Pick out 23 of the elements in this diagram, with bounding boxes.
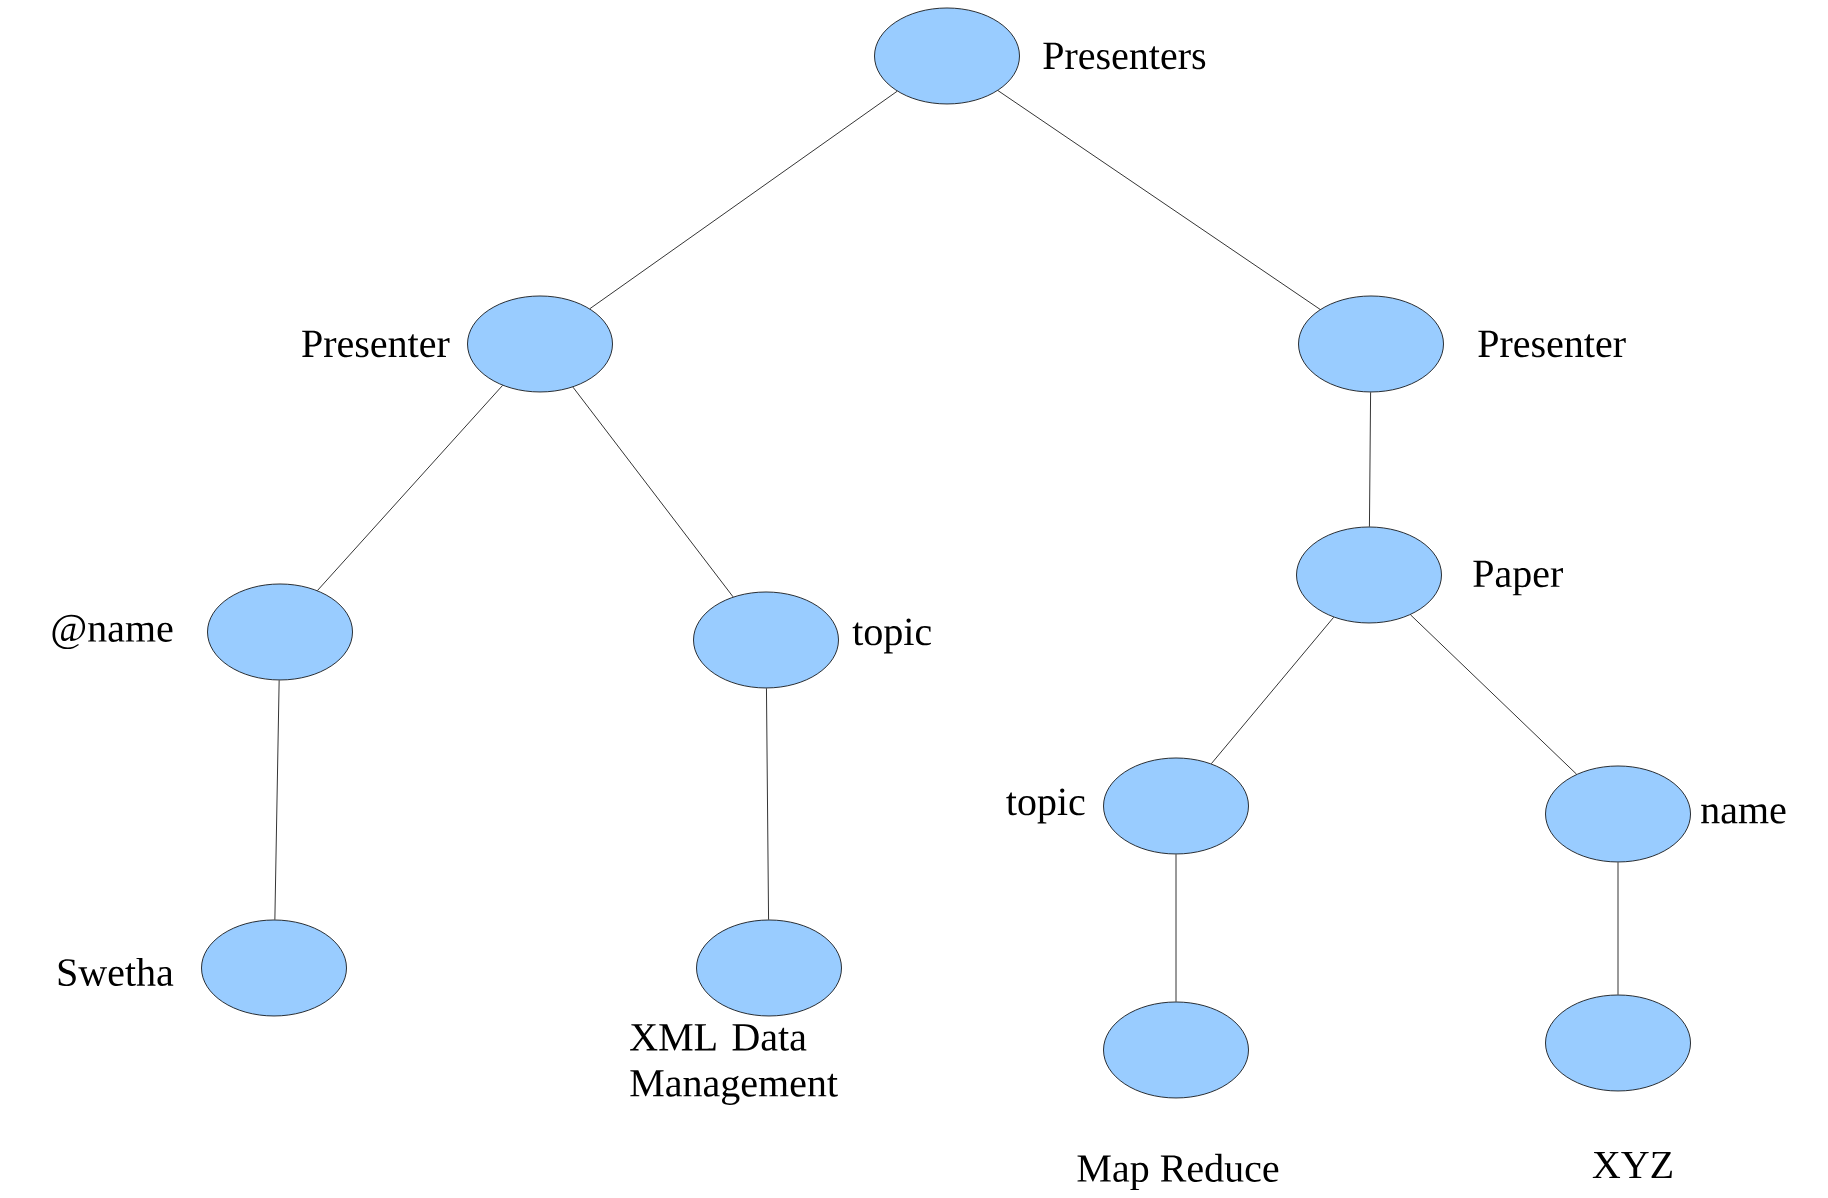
connector-line bbox=[1210, 616, 1335, 765]
node-label: topic bbox=[852, 618, 931, 654]
connector-line bbox=[317, 385, 503, 591]
node-label: Map Reduce bbox=[1077, 1153, 1279, 1191]
connector-line bbox=[1175, 854, 1177, 1002]
node-label: Presenter bbox=[302, 330, 450, 358]
connector-line bbox=[1410, 614, 1577, 775]
node-label: topic bbox=[1006, 788, 1085, 824]
node-label: @name bbox=[52, 614, 173, 650]
connector-line bbox=[589, 90, 898, 310]
connector-line bbox=[572, 386, 734, 598]
connector-line bbox=[1617, 862, 1619, 995]
connector-line bbox=[1369, 392, 1371, 527]
node-label: Paper bbox=[1473, 560, 1563, 596]
node-label: XYZ bbox=[1592, 1151, 1672, 1179]
node-label: Presenter bbox=[1478, 330, 1626, 358]
node-label: Presenters bbox=[1043, 42, 1206, 70]
node-label: Swetha bbox=[58, 957, 174, 987]
connector-line bbox=[274, 680, 280, 920]
connector-line bbox=[766, 688, 769, 920]
node-label: XML Data Management bbox=[630, 1024, 838, 1105]
node-label: name bbox=[1701, 804, 1786, 824]
connector-line bbox=[997, 90, 1321, 310]
